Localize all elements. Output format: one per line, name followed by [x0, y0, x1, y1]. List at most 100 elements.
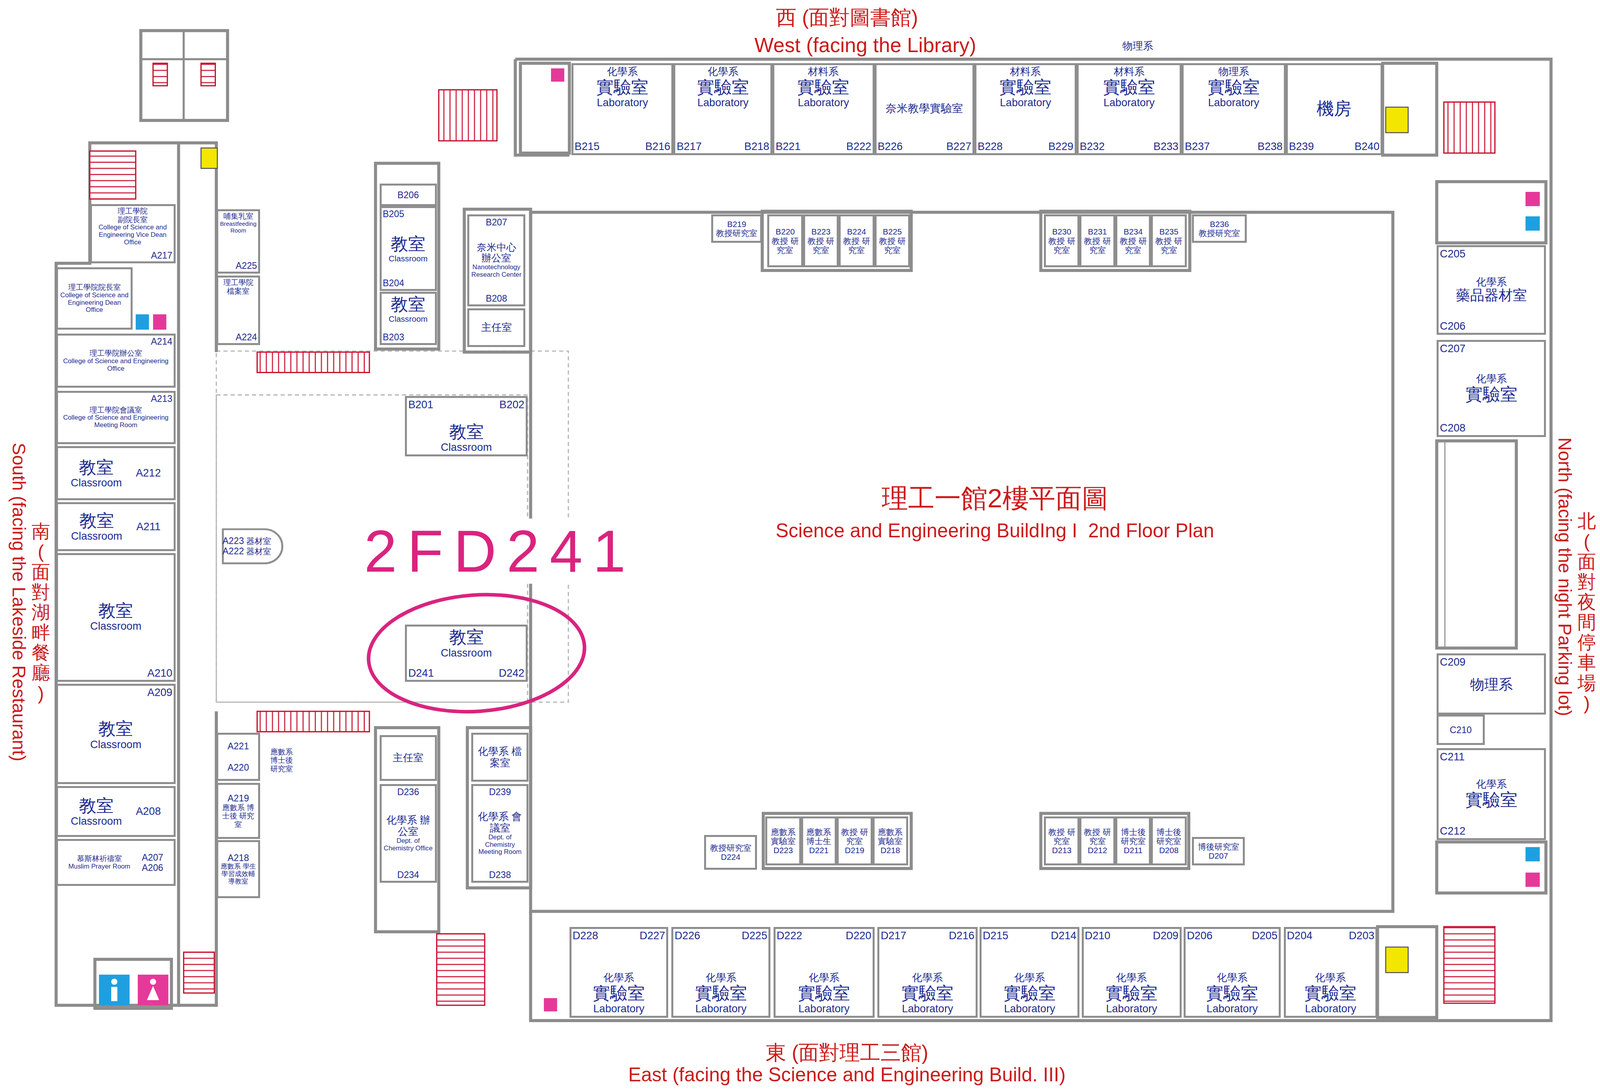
text-row: A213 [59, 393, 173, 404]
text-row: 教室Classroom A212 [59, 457, 173, 489]
room-box: A221A220 [216, 732, 261, 781]
room-number: D221 [809, 845, 829, 855]
text-column: B231 [1088, 226, 1108, 237]
wall [1040, 211, 1190, 271]
text-column: A212 [135, 466, 161, 479]
room-label: Classroom [440, 441, 493, 454]
text-row: A209 [59, 686, 173, 699]
text-row: 慕斯林祈禱室Muslim Prayer RoomA207A206 [59, 852, 173, 873]
text-row: A221 [219, 740, 257, 752]
text-column: B227 [946, 140, 972, 153]
text-column: B225 [882, 226, 902, 237]
room-label: Laboratory [1000, 96, 1052, 109]
room-box: D228D227化學系實驗室Laboratory [569, 926, 669, 1018]
outer-wall [515, 59, 1552, 1021]
text-column: C212 [1439, 824, 1466, 837]
room-number: C207 [1439, 342, 1466, 355]
room-number: B235 [1159, 226, 1179, 237]
room-label: 應數系 實驗室 [875, 827, 905, 846]
wall [762, 211, 911, 271]
text-row: C211 [1439, 750, 1543, 763]
text-column: 教室Classroom [440, 627, 493, 659]
room-number: A208 [135, 805, 161, 817]
room-box: 教室ClassroomA208 [56, 785, 176, 837]
wall [182, 30, 185, 121]
room-number: A223 [222, 535, 244, 546]
room-label: Classroom [90, 738, 142, 751]
text-column: 主任室 [481, 321, 512, 334]
room-label: 教授 研究室 [770, 236, 800, 255]
text-row: D219 [839, 845, 870, 855]
room-box: D210D209化學系實驗室Laboratory [1081, 926, 1182, 1018]
text-column: 教室Classroom [70, 457, 122, 489]
text-column: A223 [222, 535, 244, 546]
text-row: 化學系實驗室Laboratory [674, 971, 768, 1015]
text-row: D234 [382, 869, 434, 880]
text-column: 化學系實驗室Laboratory [1304, 971, 1357, 1015]
toilet-figure [111, 986, 118, 1001]
room-label: Classroom [388, 253, 428, 263]
room-box: 應數系 實驗室D218 [872, 816, 909, 866]
text-row: D217D216 [880, 929, 975, 942]
room-label: 教授 研究室 [1082, 827, 1112, 846]
room-label: Dept. of Chemistry Meeting Room [474, 833, 526, 856]
room-label: Breastfeeding Room [219, 220, 257, 235]
text-column: 材料系實驗室Laboratory [797, 65, 850, 109]
room-label: 化學系 [607, 65, 638, 78]
text-row: C208 [1439, 421, 1543, 434]
text-row: D241D242 [408, 666, 525, 679]
room-box: A218應數系 學生學習成效輔導教室 [216, 839, 261, 898]
room-label: 化學系 [808, 971, 840, 984]
text-row: 教授 研究室 [806, 236, 836, 255]
text-column: B235 [1159, 226, 1179, 237]
text-column: A221 [227, 740, 250, 752]
room-number: B204 [382, 277, 405, 289]
text-row: 理工學院院長室College of Science and Engineerin… [59, 282, 130, 314]
room-number: B223 [811, 226, 831, 237]
toilet-figure [146, 985, 160, 1000]
room-box: D204D203化學系實驗室Laboratory [1283, 926, 1378, 1018]
text-column: 化學系實驗室Laboratory [695, 971, 748, 1015]
room-label: Laboratory [695, 1002, 747, 1015]
south-wing-wall [56, 142, 179, 1005]
text-column: 教授 研究室 [839, 827, 870, 846]
room-label: Laboratory [798, 1002, 850, 1015]
text-row: A218 [219, 852, 257, 863]
room-number: B224 [846, 226, 866, 237]
room-number: C205 [1439, 247, 1466, 260]
text-column: D234 [397, 869, 420, 880]
stair [183, 951, 215, 993]
room-box: D236化學系 辦公室Dept. of Chemistry OfficeD234 [379, 783, 437, 883]
room-label: Laboratory [1208, 96, 1260, 109]
room-number: D219 [844, 845, 865, 855]
text-column: D211 [1123, 845, 1143, 855]
elevator-symbol [1385, 946, 1409, 973]
text-column: B222 [846, 140, 872, 153]
text-column: 器材室 [246, 536, 272, 546]
room-box: 教室ClassroomA211 [56, 502, 176, 551]
room-box: 教授 研究室D219 [836, 816, 873, 866]
text-column: B234 [1123, 226, 1143, 237]
text-column: 教授 研究室 [1047, 827, 1077, 846]
room-box: C211化學系實驗室C212 [1436, 747, 1546, 840]
text-column: 化學系實驗室Laboratory [696, 65, 750, 109]
text-row: A225 [219, 260, 257, 271]
text-row: C212 [1439, 824, 1543, 837]
text-column: B205 [382, 208, 405, 220]
room-number: D226 [674, 929, 701, 942]
room-label: 實驗室 [596, 77, 649, 97]
text-row: A220 [219, 762, 257, 773]
room-box: 化學系實驗室LaboratoryB215B216 [571, 63, 674, 156]
room-number: A222 [222, 545, 244, 557]
room-box: D215D214化學系實驗室Laboratory [979, 926, 1080, 1018]
room-label: 化學系 會議室 [474, 810, 526, 834]
wall [375, 163, 439, 349]
text-column: C206 [1439, 320, 1466, 332]
text-column: B233 [1153, 140, 1179, 153]
text-row: D211 [1118, 845, 1148, 855]
room-label: 物理系 [1218, 65, 1250, 78]
room-number: B219 [727, 219, 747, 229]
text-row: D206D205 [1186, 929, 1278, 942]
text-column: B217 [676, 140, 702, 153]
text-column: A225 [235, 260, 257, 271]
